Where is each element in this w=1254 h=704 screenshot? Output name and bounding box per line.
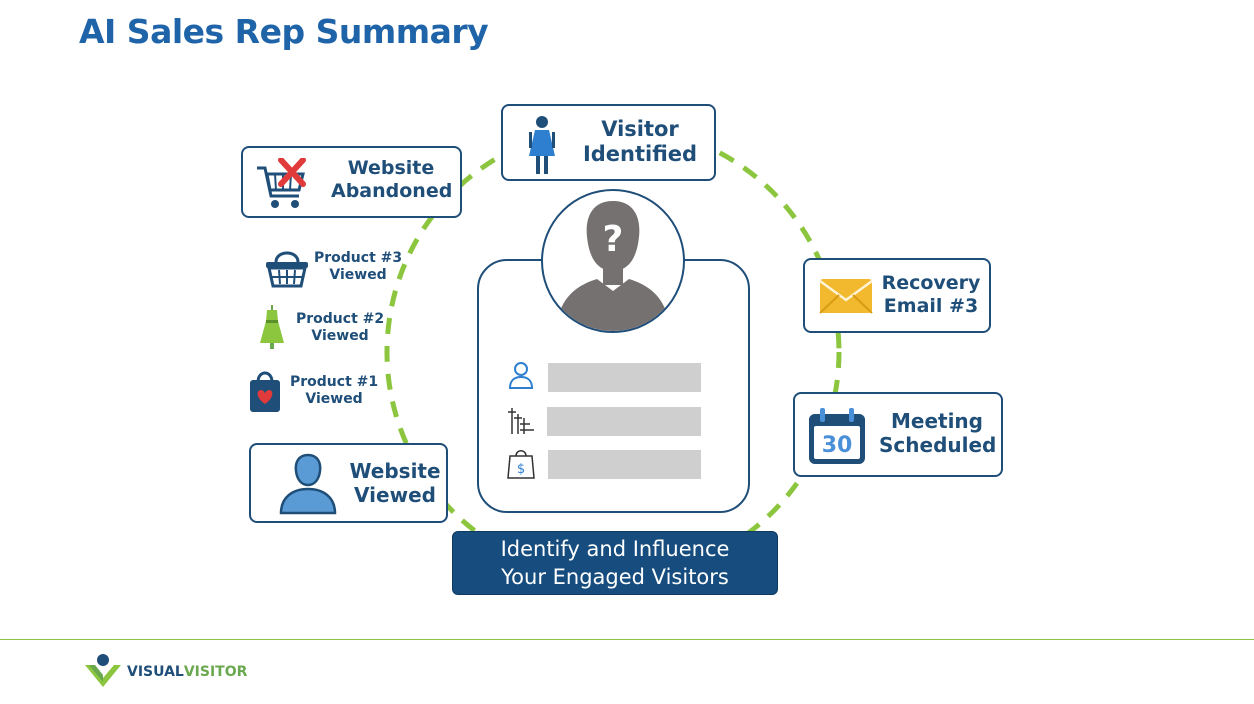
- profile-field-bar: [547, 407, 701, 436]
- product-item: Product #2 Viewed: [258, 305, 384, 351]
- profile-field-bar: [548, 450, 701, 479]
- node-label: Recovery Email #3: [881, 272, 981, 317]
- woman-icon: [529, 116, 555, 174]
- svg-text:?: ?: [603, 219, 624, 260]
- svg-text:$: $: [517, 462, 525, 477]
- product-item: Product #3 Viewed: [264, 246, 402, 288]
- profile-field-bar: [548, 363, 701, 392]
- node-label: Website Viewed: [349, 459, 441, 507]
- unknown-person-icon: ?: [557, 201, 669, 331]
- calendar-day: 30: [822, 433, 853, 458]
- logo-mark-icon: [85, 654, 121, 687]
- node-meeting-scheduled: 30 Meeting Scheduled: [793, 392, 1003, 477]
- tagline-text: Identify and Influence Your Engaged Visi…: [500, 536, 730, 589]
- cart-abandoned-icon: [257, 158, 306, 208]
- envelope-icon: [819, 279, 873, 314]
- footer-divider: [0, 639, 1254, 640]
- person-outline-icon: [508, 362, 534, 389]
- node-label: Meeting Scheduled: [879, 409, 997, 457]
- node-label: Website Abandoned: [331, 157, 453, 202]
- node-recovery-email: Recovery Email #3: [803, 258, 991, 333]
- node-website-viewed: Website Viewed: [249, 443, 448, 523]
- calendar-icon: 30: [809, 408, 865, 464]
- unknown-visitor-avatar: ?: [541, 189, 685, 333]
- shopping-bag-heart-icon: [250, 371, 280, 412]
- node-label: Visitor Identified: [582, 117, 698, 167]
- logo-word-visitor: VISITOR: [183, 664, 248, 680]
- node-website-abandoned: Website Abandoned: [241, 146, 462, 218]
- page-title: AI Sales Rep Summary: [79, 12, 489, 51]
- logo-word-visual: VISUAL: [127, 664, 184, 680]
- basket-icon: [266, 251, 308, 288]
- dollar-bag-icon: $: [507, 450, 535, 479]
- person-silhouette-icon: [279, 453, 337, 515]
- product-label: Product #3 Viewed: [314, 249, 403, 284]
- product-item: Product #1 Viewed: [248, 368, 378, 414]
- product-label: Product #1 Viewed: [290, 373, 379, 408]
- dress-icon: [260, 305, 284, 349]
- tagline-banner: Identify and Influence Your Engaged Visi…: [452, 531, 778, 595]
- node-visitor-identified: Visitor Identified: [501, 104, 716, 181]
- company-icon: [508, 408, 534, 434]
- product-label: Product #2 Viewed: [296, 310, 385, 345]
